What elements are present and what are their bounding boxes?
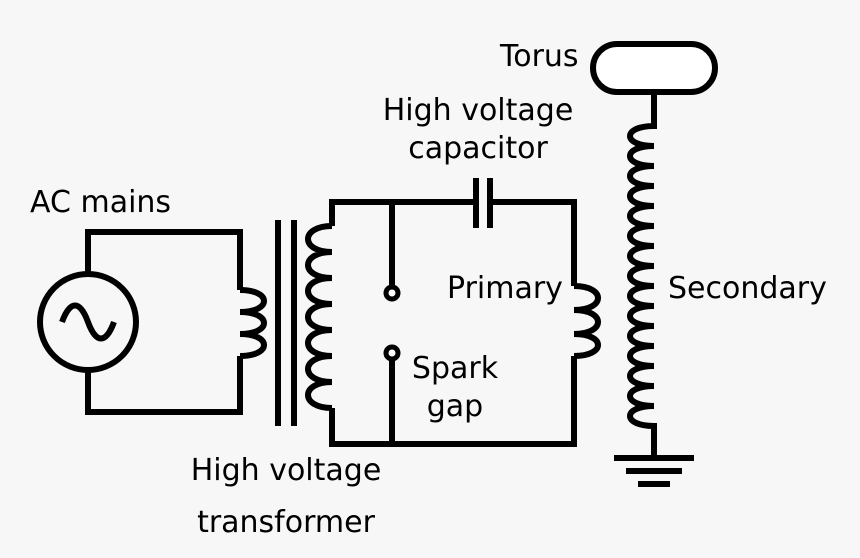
ac-mains-label: AC mains bbox=[30, 185, 172, 220]
ac-source-icon bbox=[37, 271, 139, 373]
secondary-label: Secondary bbox=[668, 271, 827, 306]
transformer-secondary-coil bbox=[305, 223, 333, 411]
primary-label: Primary bbox=[447, 271, 563, 306]
spark-gap-label-line2: gap bbox=[426, 389, 484, 424]
capacitor-label-line1: High voltage bbox=[382, 93, 574, 128]
transformer-label-line1: High voltage bbox=[190, 453, 382, 488]
transformer-label-line2: transformer bbox=[197, 505, 375, 540]
spark-gap-icon bbox=[383, 202, 401, 444]
spark-gap-label: Spark gap bbox=[406, 350, 504, 426]
transformer-primary-coil bbox=[239, 287, 267, 359]
capacitor-icon bbox=[473, 178, 493, 228]
ground-icon bbox=[614, 455, 694, 487]
primary-coil-icon bbox=[573, 283, 601, 359]
torus-icon bbox=[590, 41, 718, 95]
spark-gap-label-line1: Spark bbox=[411, 351, 499, 386]
secondary-coil-icon bbox=[627, 92, 657, 458]
tank-circuit-wire bbox=[329, 199, 577, 447]
ac-loop-wire bbox=[85, 229, 243, 415]
capacitor-label-line2: capacitor bbox=[408, 131, 548, 166]
transformer-core-icon bbox=[275, 220, 297, 426]
torus-label: Torus bbox=[500, 39, 579, 74]
capacitor-label: High voltage capacitor bbox=[368, 92, 588, 168]
transformer-label: High voltage transformer bbox=[176, 452, 396, 542]
